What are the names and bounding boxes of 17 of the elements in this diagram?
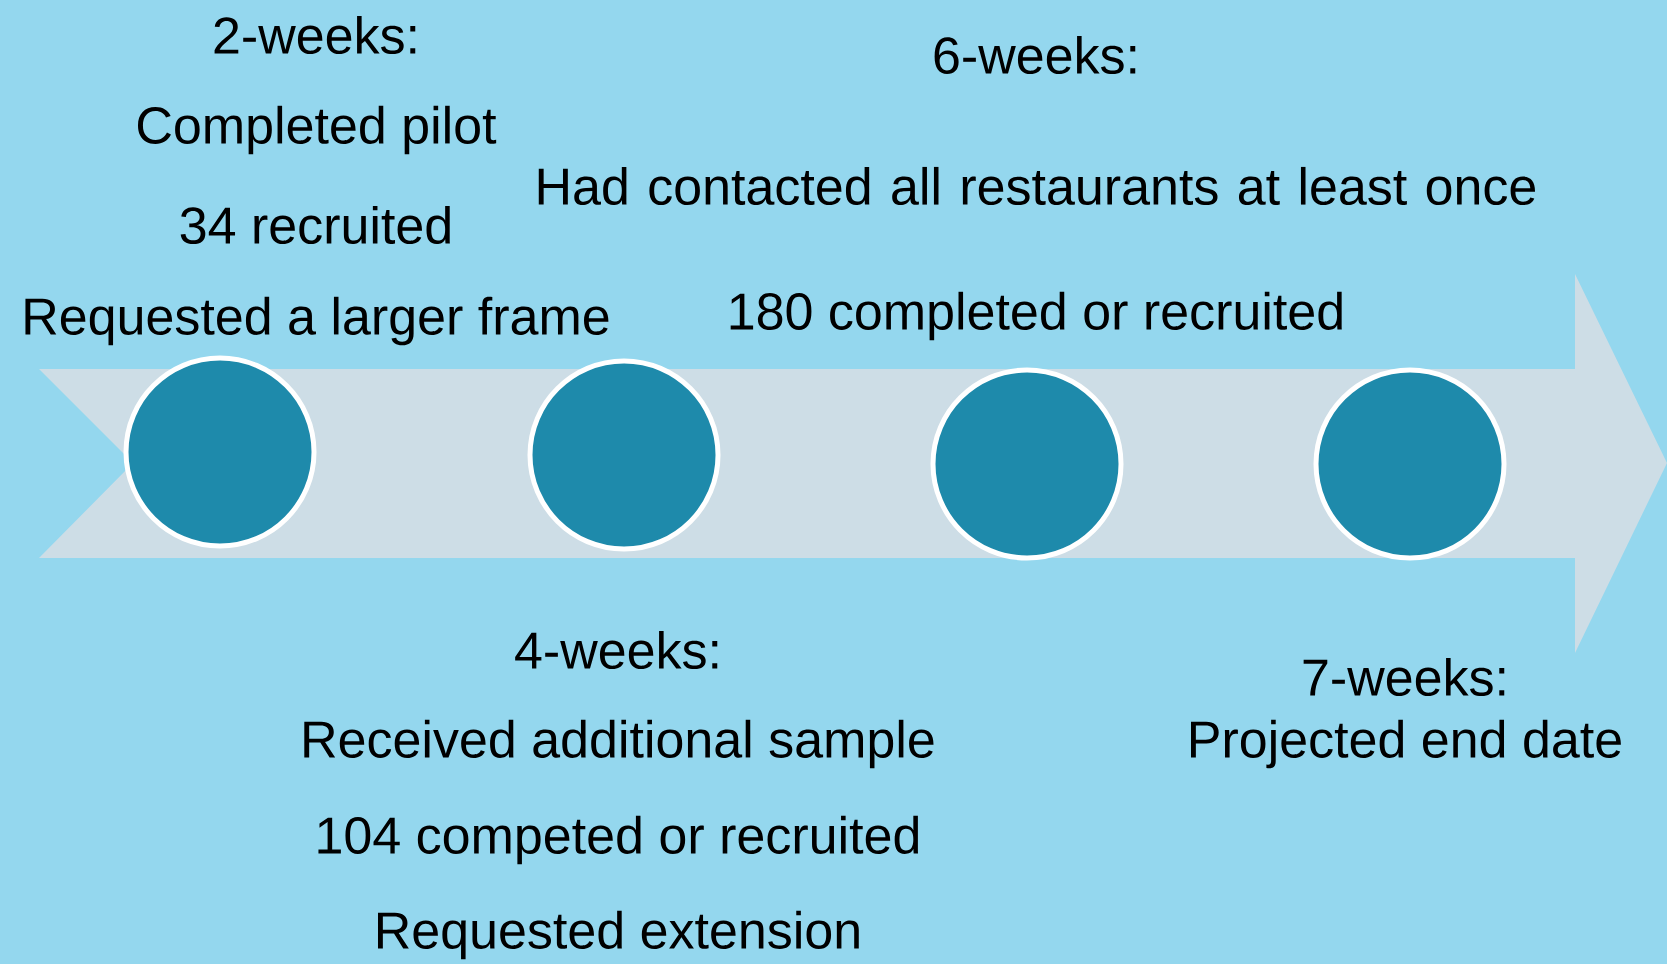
timeline-label: Requested extension bbox=[378, 910, 859, 960]
milestone-dot bbox=[527, 358, 721, 552]
timeline-label: Completed pilot bbox=[138, 105, 497, 155]
timeline-label: Projected end date bbox=[1191, 719, 1621, 769]
timeline-label: 4-weeks: bbox=[515, 630, 718, 670]
milestone-dot bbox=[930, 367, 1124, 561]
timeline-label: 104 competed or recruited bbox=[318, 815, 919, 865]
timeline-label: 6-weeks: bbox=[934, 35, 1136, 75]
timeline-label: 34 recruited bbox=[180, 205, 450, 245]
timeline-label: 2-weeks: bbox=[214, 15, 416, 55]
timeline-label: Requested a larger frame bbox=[25, 296, 609, 346]
timeline-label: 7-weeks: bbox=[1303, 657, 1505, 697]
milestone-dot bbox=[123, 355, 317, 549]
timeline-label: Received additional sample bbox=[304, 719, 934, 769]
timeline-label: 180 completed or recruited bbox=[730, 291, 1342, 341]
timeline-label: Had contacted all restaurants at least once bbox=[538, 166, 1535, 206]
milestone-dot bbox=[1313, 367, 1507, 561]
